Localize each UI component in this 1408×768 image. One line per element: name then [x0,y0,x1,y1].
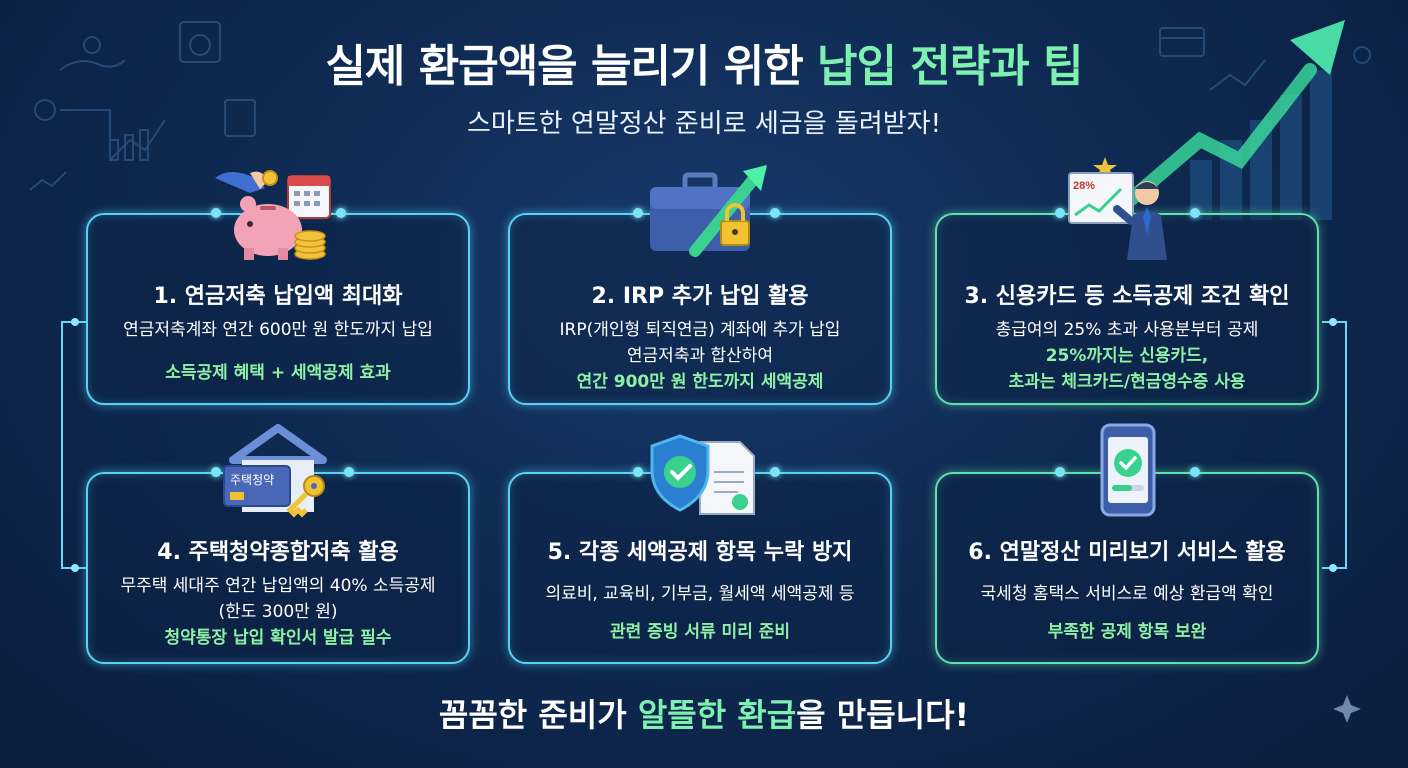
page-title: 실제 환급액을 늘리기 위한 납입 전략과 팁 [0,30,1408,94]
footer-highlight: 알뜰한 [637,696,727,734]
connector-dot [211,208,221,218]
chart-badge: 28% [1073,180,1095,192]
connector-dot [633,467,643,477]
connector-dot [211,467,221,477]
card-highlight: 소득공제 혜택 + 세액공제 효과 [165,363,391,383]
footer-text: 꼼꼼한 준비가 [438,696,638,734]
card-label: 주택청약 [230,472,274,487]
card-text: 무주택 세대주 연간 납입액의 40% 소득공제 [120,576,436,596]
footer-text: 을 만듭니다! [796,696,970,734]
page-subtitle: 스마트한 연말정산 준비로 세금을 돌려받자! [466,109,942,139]
card-text-2: (한도 300만 원) [218,602,338,622]
title-highlight: 납입 전략과 팁 [817,41,1084,92]
card-title: 2. IRP 추가 납입 활용 [591,284,809,309]
card-title: 5. 각종 세액공제 항목 누락 방지 [547,540,853,565]
card-text: 국세청 홈택스 서비스로 예상 환급액 확인 [980,584,1274,604]
connector-dot [336,208,346,218]
briefcase-lock-icon [650,165,767,257]
card-highlight: 관련 증빙 서류 미리 준비 [609,622,791,642]
card-highlight: 부족한 공제 항목 보완 [1047,622,1207,642]
connector-dot [1055,208,1065,218]
card-highlight: 청약통장 납입 확인서 발급 필수 [164,628,392,648]
card-text: 의료비, 교육비, 기부금, 월세액 세액공제 등 [545,584,855,604]
connector-dot [633,208,643,218]
title-text: 실제 환급액을 늘리기 위한 [325,41,818,92]
strategy-card-3: 3. 신용카드 등 소득공제 조건 확인 총급여의 25% 초과 사용분부터 공… [935,213,1319,405]
card-title: 4. 주택청약종합저축 활용 [157,540,399,565]
card-text: IRP(개인형 퇴직연금) 계좌에 추가 납입 [559,320,841,340]
card-highlight-1: 25%까지는 신용카드, [1045,346,1209,366]
connector-dot [1190,208,1200,218]
connector-dot [770,208,780,218]
footer-highlight: 환급 [737,696,797,734]
house-key-icon: 주택청약 [223,424,327,518]
footer-text [726,696,737,734]
footer-message: 꼼꼼한 준비가 알뜰한 환급을 만듭니다! [0,690,1408,736]
phone-check-icon [1100,423,1156,517]
businessman-chart-icon: 28% [1068,157,1167,260]
card-title: 3. 신용카드 등 소득공제 조건 확인 [964,284,1290,309]
connector-dot [1055,467,1065,477]
card-text-2: 연금저축과 합산하여 [626,346,774,366]
card-title: 1. 연금저축 납입액 최대화 [153,284,403,309]
shield-document-icon [650,434,755,515]
card-highlight-2: 초과는 체크카드/현금영수증 사용 [1008,372,1246,392]
connector-dot [344,467,354,477]
card-highlight: 연간 900만 원 한도까지 세액공제 [576,372,824,392]
card-text: 총급여의 25% 초과 사용분부터 공제 [995,320,1259,340]
connector-dot [1190,467,1200,477]
piggy-bank-icon [215,170,331,260]
card-text: 연금저축계좌 연간 600만 원 한도까지 납입 [123,320,433,340]
card-title: 6. 연말정산 미리보기 서비스 활용 [968,540,1286,565]
connector-dot [770,467,780,477]
